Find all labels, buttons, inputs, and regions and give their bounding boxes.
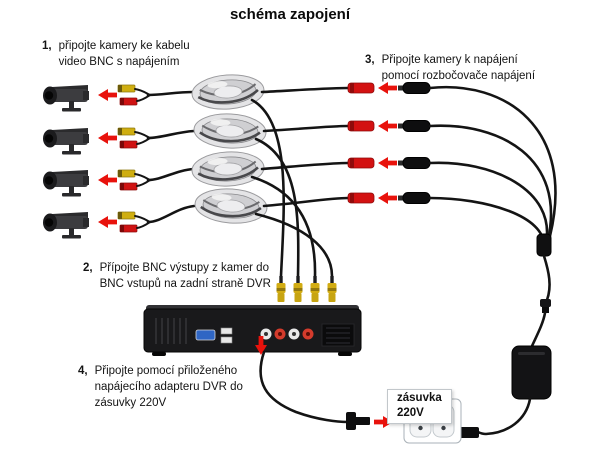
step-3-label: 3, Připojte kamery k napájení pomocí roz… xyxy=(365,52,535,84)
arrow-left-power-2-icon xyxy=(378,120,397,132)
step-2-label: 2, Přípojte BNC výstupy z kamer do BNC v… xyxy=(83,260,271,292)
outlet-label: zásuvka 220V xyxy=(387,389,452,424)
camera-2-icon xyxy=(43,128,89,155)
bnc-connector-2-icon xyxy=(293,276,303,302)
pigtail-connectors xyxy=(117,84,151,233)
dc-plugs xyxy=(398,82,431,204)
arrow-left-camera-4-icon xyxy=(98,216,117,228)
bnc-connector-1-icon xyxy=(276,276,286,302)
camera-1-icon xyxy=(43,85,89,112)
arrow-left-camera-3-icon xyxy=(98,174,117,186)
cable-coil-4-icon xyxy=(192,185,270,227)
outlet-label-line-1: zásuvka xyxy=(397,392,442,404)
step-1-label: 1, připojte kamery ke kabelu video BNC s… xyxy=(42,38,190,70)
step-3-number: 3, xyxy=(365,54,375,66)
dvr xyxy=(143,305,362,356)
cable-coil-1-icon xyxy=(189,71,267,113)
cable-coil-3-icon xyxy=(189,148,267,190)
dvr-power-cord xyxy=(259,350,370,430)
outlet-label-line-2: 220V xyxy=(397,407,424,419)
arrow-left-power-3-icon xyxy=(378,157,397,169)
step-3-line-1: Připojte kamery k napájení xyxy=(381,54,518,66)
camera-3-icon xyxy=(43,170,89,197)
step-4-line-3: zásuvky 220V xyxy=(94,397,167,409)
step-4-label: 4, Připojte pomocí přiloženého napájecíh… xyxy=(78,363,243,411)
step-2-number: 2, xyxy=(83,262,93,274)
splitter-fan-wires xyxy=(428,85,557,249)
adapter-cord xyxy=(456,397,532,438)
bnc-connector-4-icon xyxy=(327,276,337,302)
step-2-line-1: Přípojte BNC výstupy z kamer do xyxy=(99,262,269,274)
splitter-junction xyxy=(536,233,552,257)
step-4-number: 4, xyxy=(78,365,88,377)
step-4-line-2: napájecího adapteru DVR do xyxy=(94,381,243,393)
bnc-connector-3-icon xyxy=(310,276,320,302)
trunk-cable xyxy=(530,254,551,348)
step-1-line-2: video BNC s napájením xyxy=(58,56,180,68)
camera-side-wires xyxy=(146,90,196,224)
power-adapter xyxy=(511,345,552,400)
bnc-drop-wires xyxy=(250,98,334,278)
arrow-left-camera-2-icon xyxy=(98,132,117,144)
arrow-left-camera-1-icon xyxy=(98,89,117,101)
step-1-line-1: připojte kamery ke kabelu xyxy=(58,40,190,52)
usb-port-icon xyxy=(220,327,233,335)
usb-port-2-icon xyxy=(220,336,233,344)
power-female-connectors xyxy=(347,82,375,204)
cable-coil-2-icon xyxy=(191,110,269,152)
step-3-line-2: pomocí rozbočovače napájení xyxy=(381,70,536,82)
arrow-left-power-4-icon xyxy=(378,192,397,204)
step-2-line-2: BNC vstupů na zadní straně DVR xyxy=(99,278,271,290)
step-1-number: 1, xyxy=(42,40,52,52)
step-4-line-1: Připojte pomocí přiloženého xyxy=(94,365,238,377)
vga-port-icon xyxy=(195,329,216,341)
diagram-title: schéma zapojení xyxy=(229,6,351,23)
rca-jacks-icon xyxy=(260,328,314,340)
camera-4-icon xyxy=(43,212,89,239)
